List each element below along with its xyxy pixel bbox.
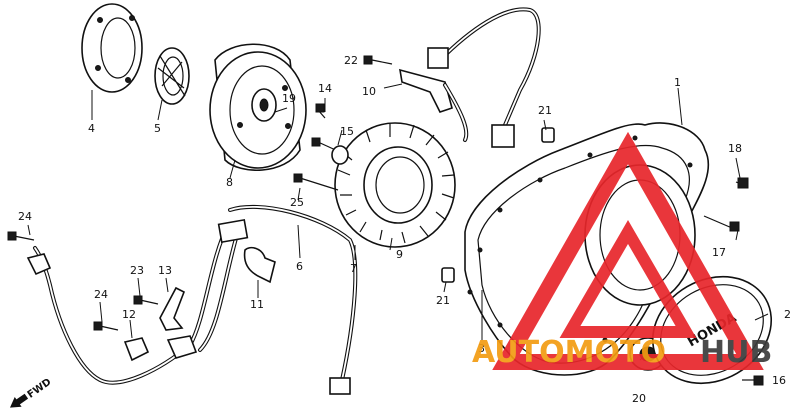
callout-7: 7 (350, 262, 357, 275)
callout-2: 2 (784, 308, 791, 321)
callout-8: 8 (226, 176, 233, 189)
watermark-text-hub: HUB (700, 335, 772, 370)
callout-25: 25 (290, 196, 304, 209)
watermark-triangle-icon (492, 131, 764, 370)
callout-19: 19 (282, 92, 296, 105)
callout-24-mid: 24 (94, 288, 108, 301)
cable-clamp-lower (166, 335, 198, 359)
bearing-ring-part (154, 47, 190, 105)
callout-22: 22 (344, 54, 358, 67)
fwd-indicator: FWD (9, 377, 54, 408)
fwd-arrow-icon (9, 393, 29, 408)
callout-17: 17 (712, 246, 726, 259)
callout-14: 14 (318, 82, 332, 95)
clamp-plate-part (399, 68, 453, 113)
callout-15: 15 (340, 125, 354, 138)
fwd-label: FWD (26, 377, 54, 401)
cable-clamp-24 (26, 253, 52, 276)
stator-part (334, 122, 456, 248)
leader-lines (27, 83, 769, 361)
callout-21-bottom: 21 (436, 294, 450, 307)
callout-23: 23 (130, 264, 144, 277)
watermark-logo: AUTOMOTO HUB (472, 131, 772, 370)
callout-21-top: 21 (538, 104, 552, 117)
callout-12: 12 (122, 308, 136, 321)
cable-clamp-12 (123, 337, 150, 362)
wire-harness (33, 7, 541, 395)
callout-10: 10 (362, 85, 376, 98)
callout-20: 20 (632, 392, 646, 405)
watermark-text-automoto: AUTOMOTO (472, 335, 666, 370)
callout-13: 13 (158, 264, 172, 277)
cable-clamp-13 (159, 286, 186, 331)
callout-4: 4 (88, 122, 95, 135)
callout-18: 18 (728, 142, 742, 155)
callout-3: 3 (478, 342, 485, 355)
callout-6: 6 (296, 260, 303, 273)
bolts (7, 55, 764, 386)
callout-9: 9 (396, 248, 403, 261)
watermark-inner-triangle-icon (559, 220, 697, 338)
flywheel-rotor-part (209, 43, 307, 171)
callout-5: 5 (154, 122, 161, 135)
callout-16: 16 (772, 374, 786, 387)
callout-11: 11 (250, 298, 264, 311)
callout-1: 1 (674, 76, 681, 89)
wire-guide-part (243, 246, 276, 284)
ring-cover-part (81, 3, 143, 93)
connector-part (491, 124, 515, 148)
callout-labels: 1 2 3 4 5 6 7 8 9 10 11 12 13 14 15 16 1… (18, 54, 791, 405)
callout-24-top: 24 (18, 210, 32, 223)
